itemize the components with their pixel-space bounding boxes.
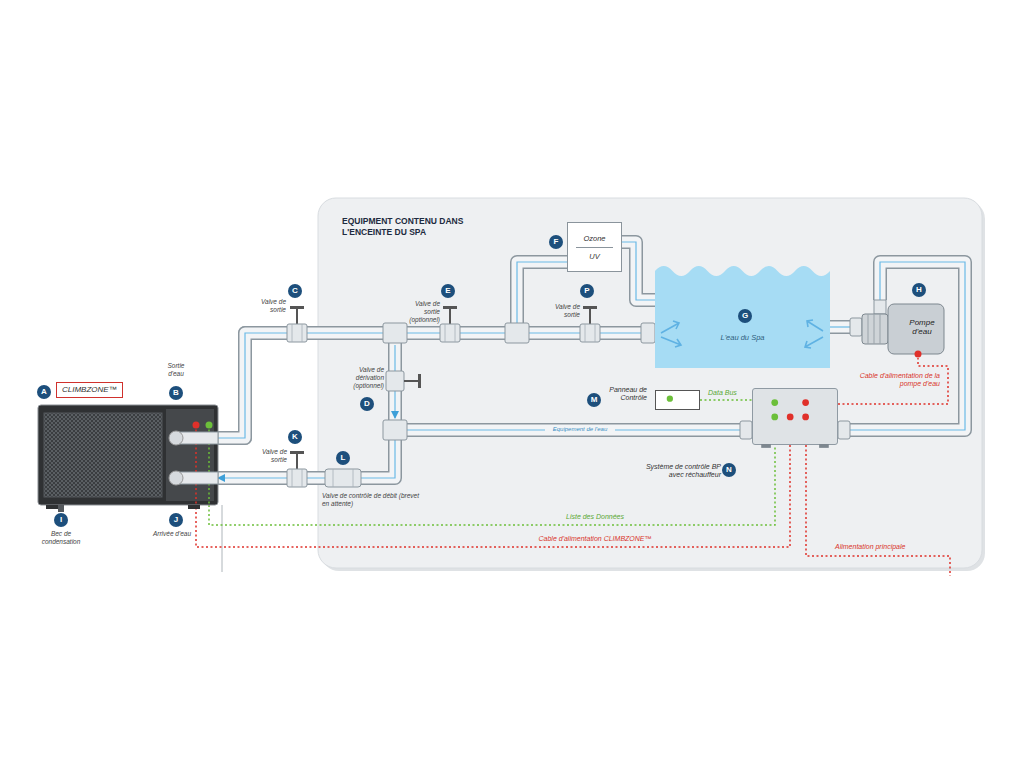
node-text: Panneau de Contrôle bbox=[603, 386, 647, 403]
part-label: Bec de condensation bbox=[34, 530, 88, 546]
callout-letter: L bbox=[336, 451, 350, 465]
connector-label: Data Bus bbox=[708, 389, 748, 397]
wire-connector bbox=[209, 445, 775, 525]
enclosure-panel bbox=[318, 198, 982, 568]
callout-letter: P bbox=[580, 284, 594, 298]
callout-letter: M bbox=[587, 393, 601, 407]
part-label: Valve de sortie bbox=[544, 303, 580, 319]
pipe-connector bbox=[218, 262, 567, 438]
pipe-connector bbox=[838, 262, 965, 430]
guide-line bbox=[222, 505, 223, 572]
heat-pump: CLIMBZONE™ bbox=[38, 405, 218, 505]
pipe-connector bbox=[218, 333, 655, 438]
callout-letter: E bbox=[441, 284, 455, 298]
node-text: Système de contrôle BP avec réchauffeur bbox=[639, 463, 721, 480]
control-system: Système de contrôle BP avec réchauffeur bbox=[752, 388, 838, 445]
main-power-wire bbox=[806, 445, 950, 576]
part-label: Sortie d'eau bbox=[161, 362, 191, 378]
node-text: Ozone bbox=[583, 234, 605, 243]
callout-letter: I bbox=[54, 513, 68, 527]
callout-letter: N bbox=[722, 463, 736, 477]
wire-connector bbox=[700, 400, 752, 401]
callout-letter: D bbox=[360, 397, 374, 411]
callout-letter: C bbox=[288, 284, 302, 298]
part-label: Valve de contrôle de débit (brevet en at… bbox=[322, 492, 426, 508]
part-label: Arrivée d'eau bbox=[152, 530, 192, 538]
callout-letter: A bbox=[37, 385, 51, 399]
node-text: CLIMBZONE™ bbox=[56, 382, 123, 398]
callout-letter: B bbox=[169, 386, 183, 400]
wire-label: Alimentation principale bbox=[835, 543, 945, 551]
pipe-connector bbox=[622, 242, 655, 300]
flow-control-valve bbox=[325, 469, 361, 487]
water-pump: Pompe d'eau bbox=[862, 300, 946, 358]
callout-letter: K bbox=[288, 430, 302, 444]
node-text: UV bbox=[576, 247, 614, 261]
callout-letter: H bbox=[912, 283, 926, 297]
callout-letter: G bbox=[738, 309, 752, 323]
callout-letter: J bbox=[169, 513, 183, 527]
connector-label: Cable d'alimentation de la pompe d'eau bbox=[838, 372, 940, 389]
control-panel: Panneau de Contrôle bbox=[655, 390, 700, 410]
part-label: Valve de dérivation (optionnel) bbox=[336, 366, 384, 389]
wire-connector bbox=[196, 445, 790, 547]
spa-enclosure: EQUIPMENT CONTENU DANS L'ENCEINTE DU SPA… bbox=[318, 198, 982, 568]
wire-connector bbox=[838, 358, 948, 404]
part-label: Valve de sortie bbox=[256, 298, 286, 314]
outlet-valves bbox=[287, 306, 600, 487]
part-label: Valve de sortie bbox=[254, 448, 287, 464]
part-label: Valve de sortie (optionnel) bbox=[398, 300, 440, 323]
node-text: EQUIPMENT CONTENU DANS L'ENCEINTE DU SPA bbox=[342, 216, 512, 238]
connector-label: Liste des Données bbox=[540, 513, 650, 521]
node-text: L'eau du Spa bbox=[655, 333, 830, 342]
connector-label: Cable d'alimentation CLIMBZONE™ bbox=[520, 535, 670, 543]
ozone-uv-box: OzoneUV bbox=[567, 222, 622, 272]
connector-label: Equipement de l'eau bbox=[545, 425, 615, 434]
node-text: Pompe d'eau bbox=[902, 318, 942, 336]
callout-letter: F bbox=[549, 235, 563, 249]
bypass-valve bbox=[386, 371, 421, 391]
